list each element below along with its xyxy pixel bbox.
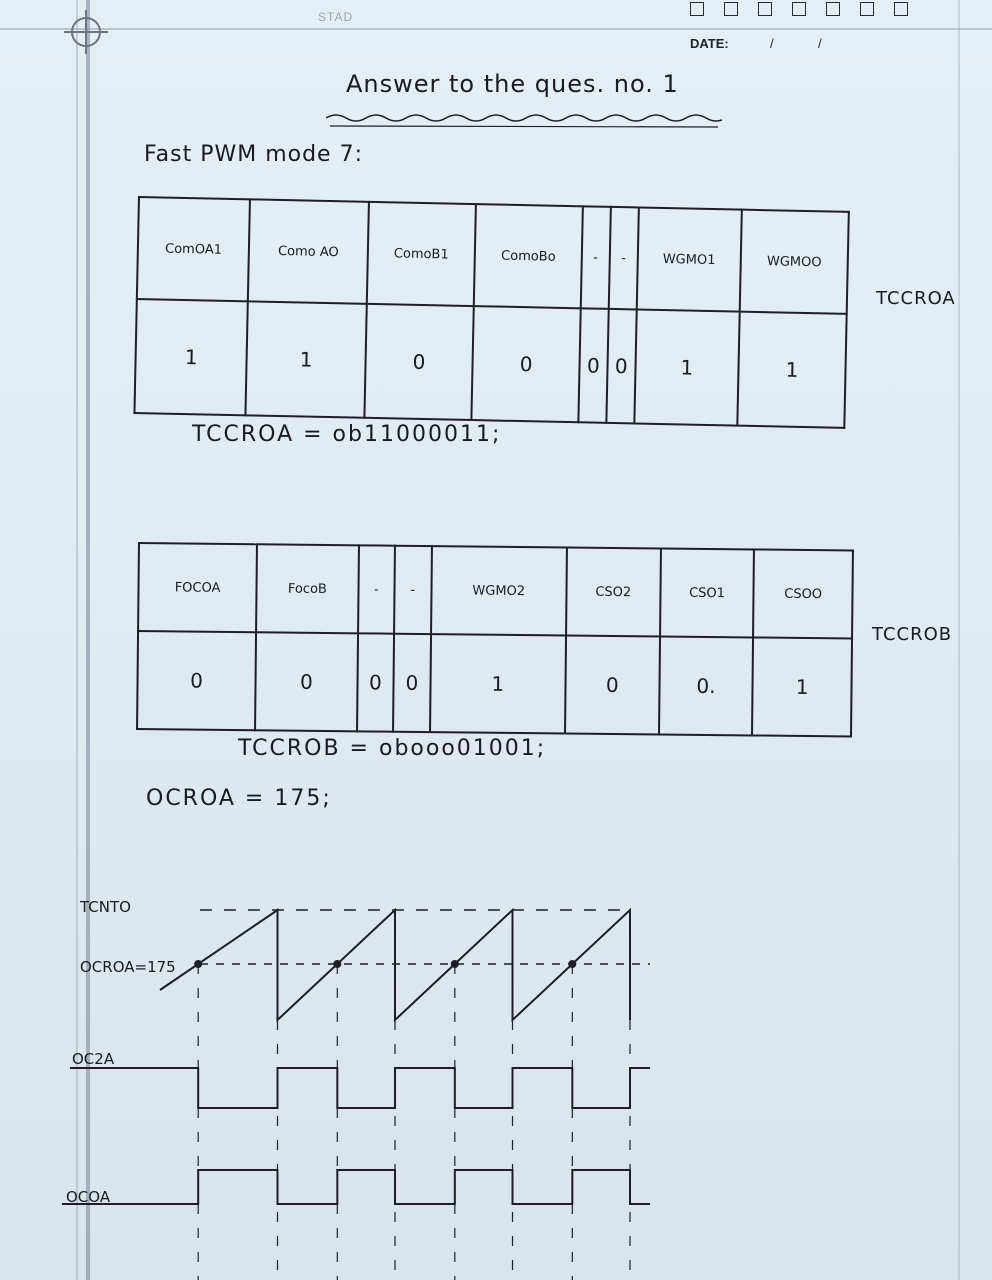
bit-header: - [357, 545, 396, 634]
date-box [792, 2, 806, 16]
title-underline [326, 114, 722, 128]
tccr0a-side-label: TCCROA [876, 288, 956, 309]
bit-header: FocoB [256, 544, 359, 634]
compare-label: OCROA=175 [80, 958, 176, 976]
tccr0b-register-table: FOCOA FocoB - - WGMO2 CSO2 CSO1 CSOO 0 0… [136, 542, 854, 737]
bit-header: CSO1 [659, 548, 755, 638]
bit-header: CSO2 [565, 547, 661, 637]
bit-value: 1 [737, 311, 847, 428]
register-value-row: 1 1 0 0 0 0 1 1 [134, 298, 847, 428]
bit-header: - [394, 545, 432, 635]
margin-line-inner [76, 0, 78, 1280]
bit-value: 0. [658, 636, 754, 736]
right-rule [958, 0, 960, 1280]
date-box [894, 2, 908, 16]
date-box [826, 2, 840, 16]
bit-header: WGMO2 [430, 546, 567, 636]
bit-header: WGMOO [739, 209, 849, 314]
page-title: Answer to the ques. no. 1 [346, 70, 679, 98]
bit-value: 0 [393, 633, 431, 733]
bit-value: 0 [137, 631, 257, 731]
bit-value: 0 [564, 635, 660, 735]
bit-header: ComoBo [473, 204, 583, 309]
sawtooth-counter [159, 907, 631, 1023]
bit-header: Como AO [248, 199, 369, 304]
pwm-timing-diagram: TCNTO OCROA=175 OC2A OCOA [62, 898, 650, 1280]
corner-mark-icon [64, 10, 108, 54]
tccr0a-code-line: TCCROA = ob11000011; [192, 422, 502, 447]
bit-value: 1 [634, 309, 740, 426]
tccr0b-side-label: TCCROB [872, 624, 953, 645]
bit-header: FOCOA [138, 543, 258, 633]
mode-heading: Fast PWM mode 7: [144, 142, 363, 167]
bit-value: 0 [364, 303, 474, 421]
bit-header: CSOO [753, 549, 853, 639]
bit-header: - [580, 206, 611, 309]
date-box [758, 2, 772, 16]
tcnt-label: TCNTO [79, 898, 131, 916]
bit-value: 1 [752, 637, 853, 737]
page-stamp: STAD [318, 10, 354, 24]
bit-header: - [608, 206, 639, 310]
date-box [724, 2, 738, 16]
bit-header: WGMO1 [636, 207, 742, 312]
tccr0a-register-table: ComOA1 Como AO ComoB1 ComoBo - - WGMO1 W… [133, 196, 849, 429]
date-boxes [690, 2, 908, 16]
bit-header: ComOA1 [136, 197, 251, 302]
date-separator: / [770, 36, 774, 51]
margin-line [86, 0, 90, 1280]
bit-value: 0 [606, 308, 637, 424]
register-header-row: ComOA1 Como AO ComoB1 ComoBo - - WGMO1 W… [136, 197, 849, 314]
date-box [690, 2, 704, 16]
oc0a-waveform [62, 1169, 650, 1205]
waveform-group [62, 907, 650, 1280]
register-header-row: FOCOA FocoB - - WGMO2 CSO2 CSO1 CSOO [138, 543, 853, 639]
oc2a-waveform [70, 1067, 650, 1109]
bit-value: 0 [578, 308, 609, 423]
bit-value: 0 [255, 632, 358, 732]
date-separator: / [818, 36, 822, 51]
tccr0b-code-line: TCCROB = obooo01001; [238, 736, 547, 761]
bit-value: 1 [245, 301, 367, 418]
top-rule [0, 28, 992, 30]
bit-value: 1 [429, 634, 566, 734]
date-label: DATE: [690, 36, 729, 51]
bit-value: 0 [471, 306, 581, 423]
oc0a-label: OCOA [66, 1188, 111, 1206]
ocr0a-assignment: OCROA = 175; [146, 786, 332, 811]
bit-value: 1 [134, 298, 249, 416]
register-value-row: 0 0 0 0 1 0 0. 1 [137, 631, 853, 737]
date-box [860, 2, 874, 16]
bit-header: ComoB1 [366, 201, 477, 307]
oc2a-label: OC2A [72, 1050, 115, 1068]
bit-value: 0 [356, 633, 395, 732]
